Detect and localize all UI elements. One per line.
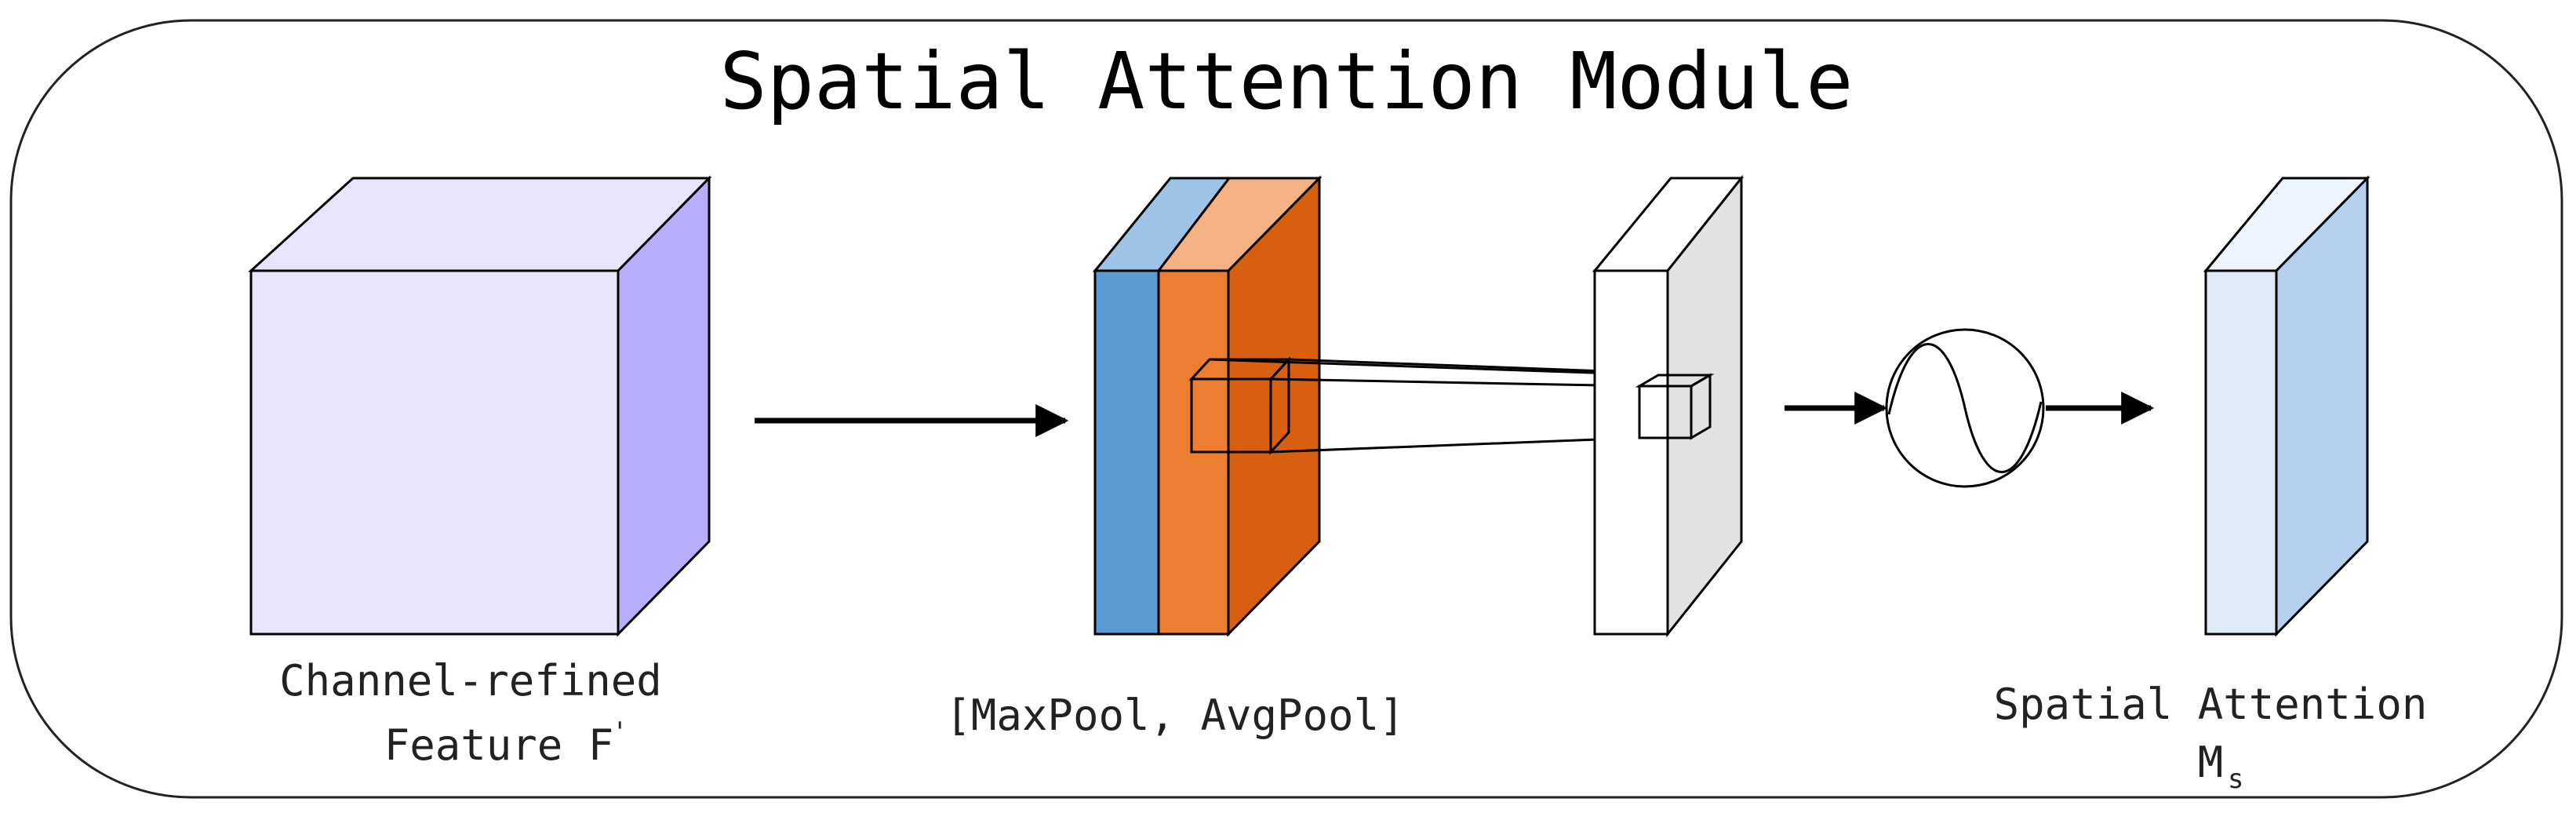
feature-cube-front [249, 269, 620, 636]
conv-layer [1592, 174, 1745, 638]
feature-label-prime: ' [612, 716, 628, 748]
attention-map [2203, 175, 2370, 637]
attention-label-sub: s [2228, 764, 2243, 795]
sigmoid-icon [1885, 328, 2045, 488]
attention-front [2204, 269, 2278, 636]
pooling-stack [1092, 175, 1711, 637]
attention-label-line2: M [2198, 738, 2224, 787]
maxpool-front [1093, 269, 1160, 636]
module-border [9, 19, 2563, 799]
feature-label-line2: Feature F [384, 720, 614, 770]
feature-cube [248, 175, 712, 637]
pool-label: [MaxPool, AvgPool] [945, 691, 1404, 740]
conv-output-cell [1635, 373, 1715, 440]
attention-label-line1: Spatial Attention [1994, 680, 2428, 729]
feature-label-line1: Channel-refined [279, 656, 662, 705]
conv-front [1593, 269, 1669, 636]
diagram-title: Spatial Attention Module [720, 35, 1854, 127]
